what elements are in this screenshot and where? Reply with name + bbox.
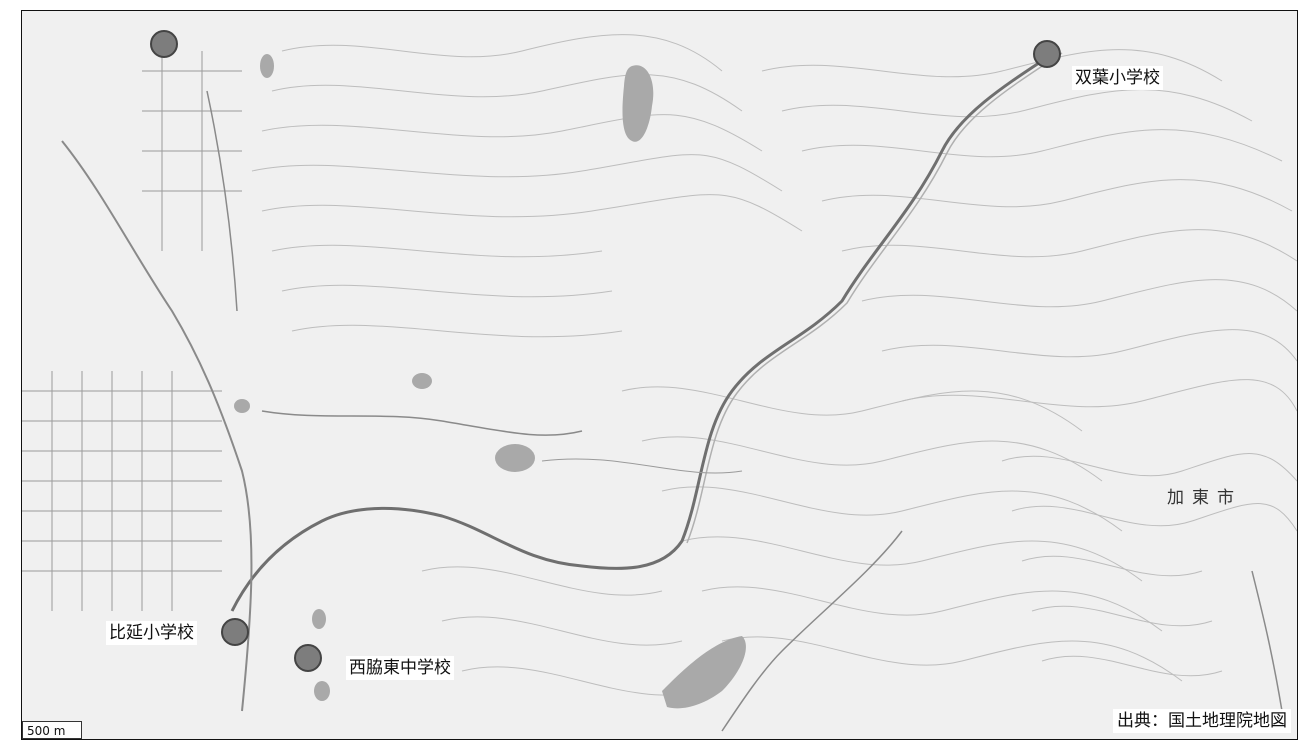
label-futaba-elementary: 双葉小学校	[1072, 66, 1163, 90]
label-hie-elementary: 比延小学校	[106, 621, 197, 645]
roads	[61, 49, 1283, 732]
street-grid	[22, 51, 242, 611]
ponds	[234, 54, 746, 709]
school-marker-top-left[interactable]	[150, 30, 178, 58]
scale-bar: 500 m	[22, 721, 82, 739]
school-marker-futaba[interactable]	[1033, 40, 1061, 68]
city-label-kato: 加東市	[1167, 488, 1242, 508]
map-canvas	[22, 11, 1297, 739]
map-background	[22, 11, 1297, 739]
contour-lines	[251, 34, 1297, 696]
topographic-map[interactable]: 双葉小学校 比延小学校 西脇東中学校 加東市 500 m 出典：国土地理院地図	[21, 10, 1298, 740]
source-credit: 出典：国土地理院地図	[1113, 709, 1291, 733]
school-marker-hie[interactable]	[221, 618, 249, 646]
school-marker-nishiwaki-higashi[interactable]	[294, 644, 322, 672]
label-nishiwaki-higashi-junior-high: 西脇東中学校	[346, 656, 454, 680]
